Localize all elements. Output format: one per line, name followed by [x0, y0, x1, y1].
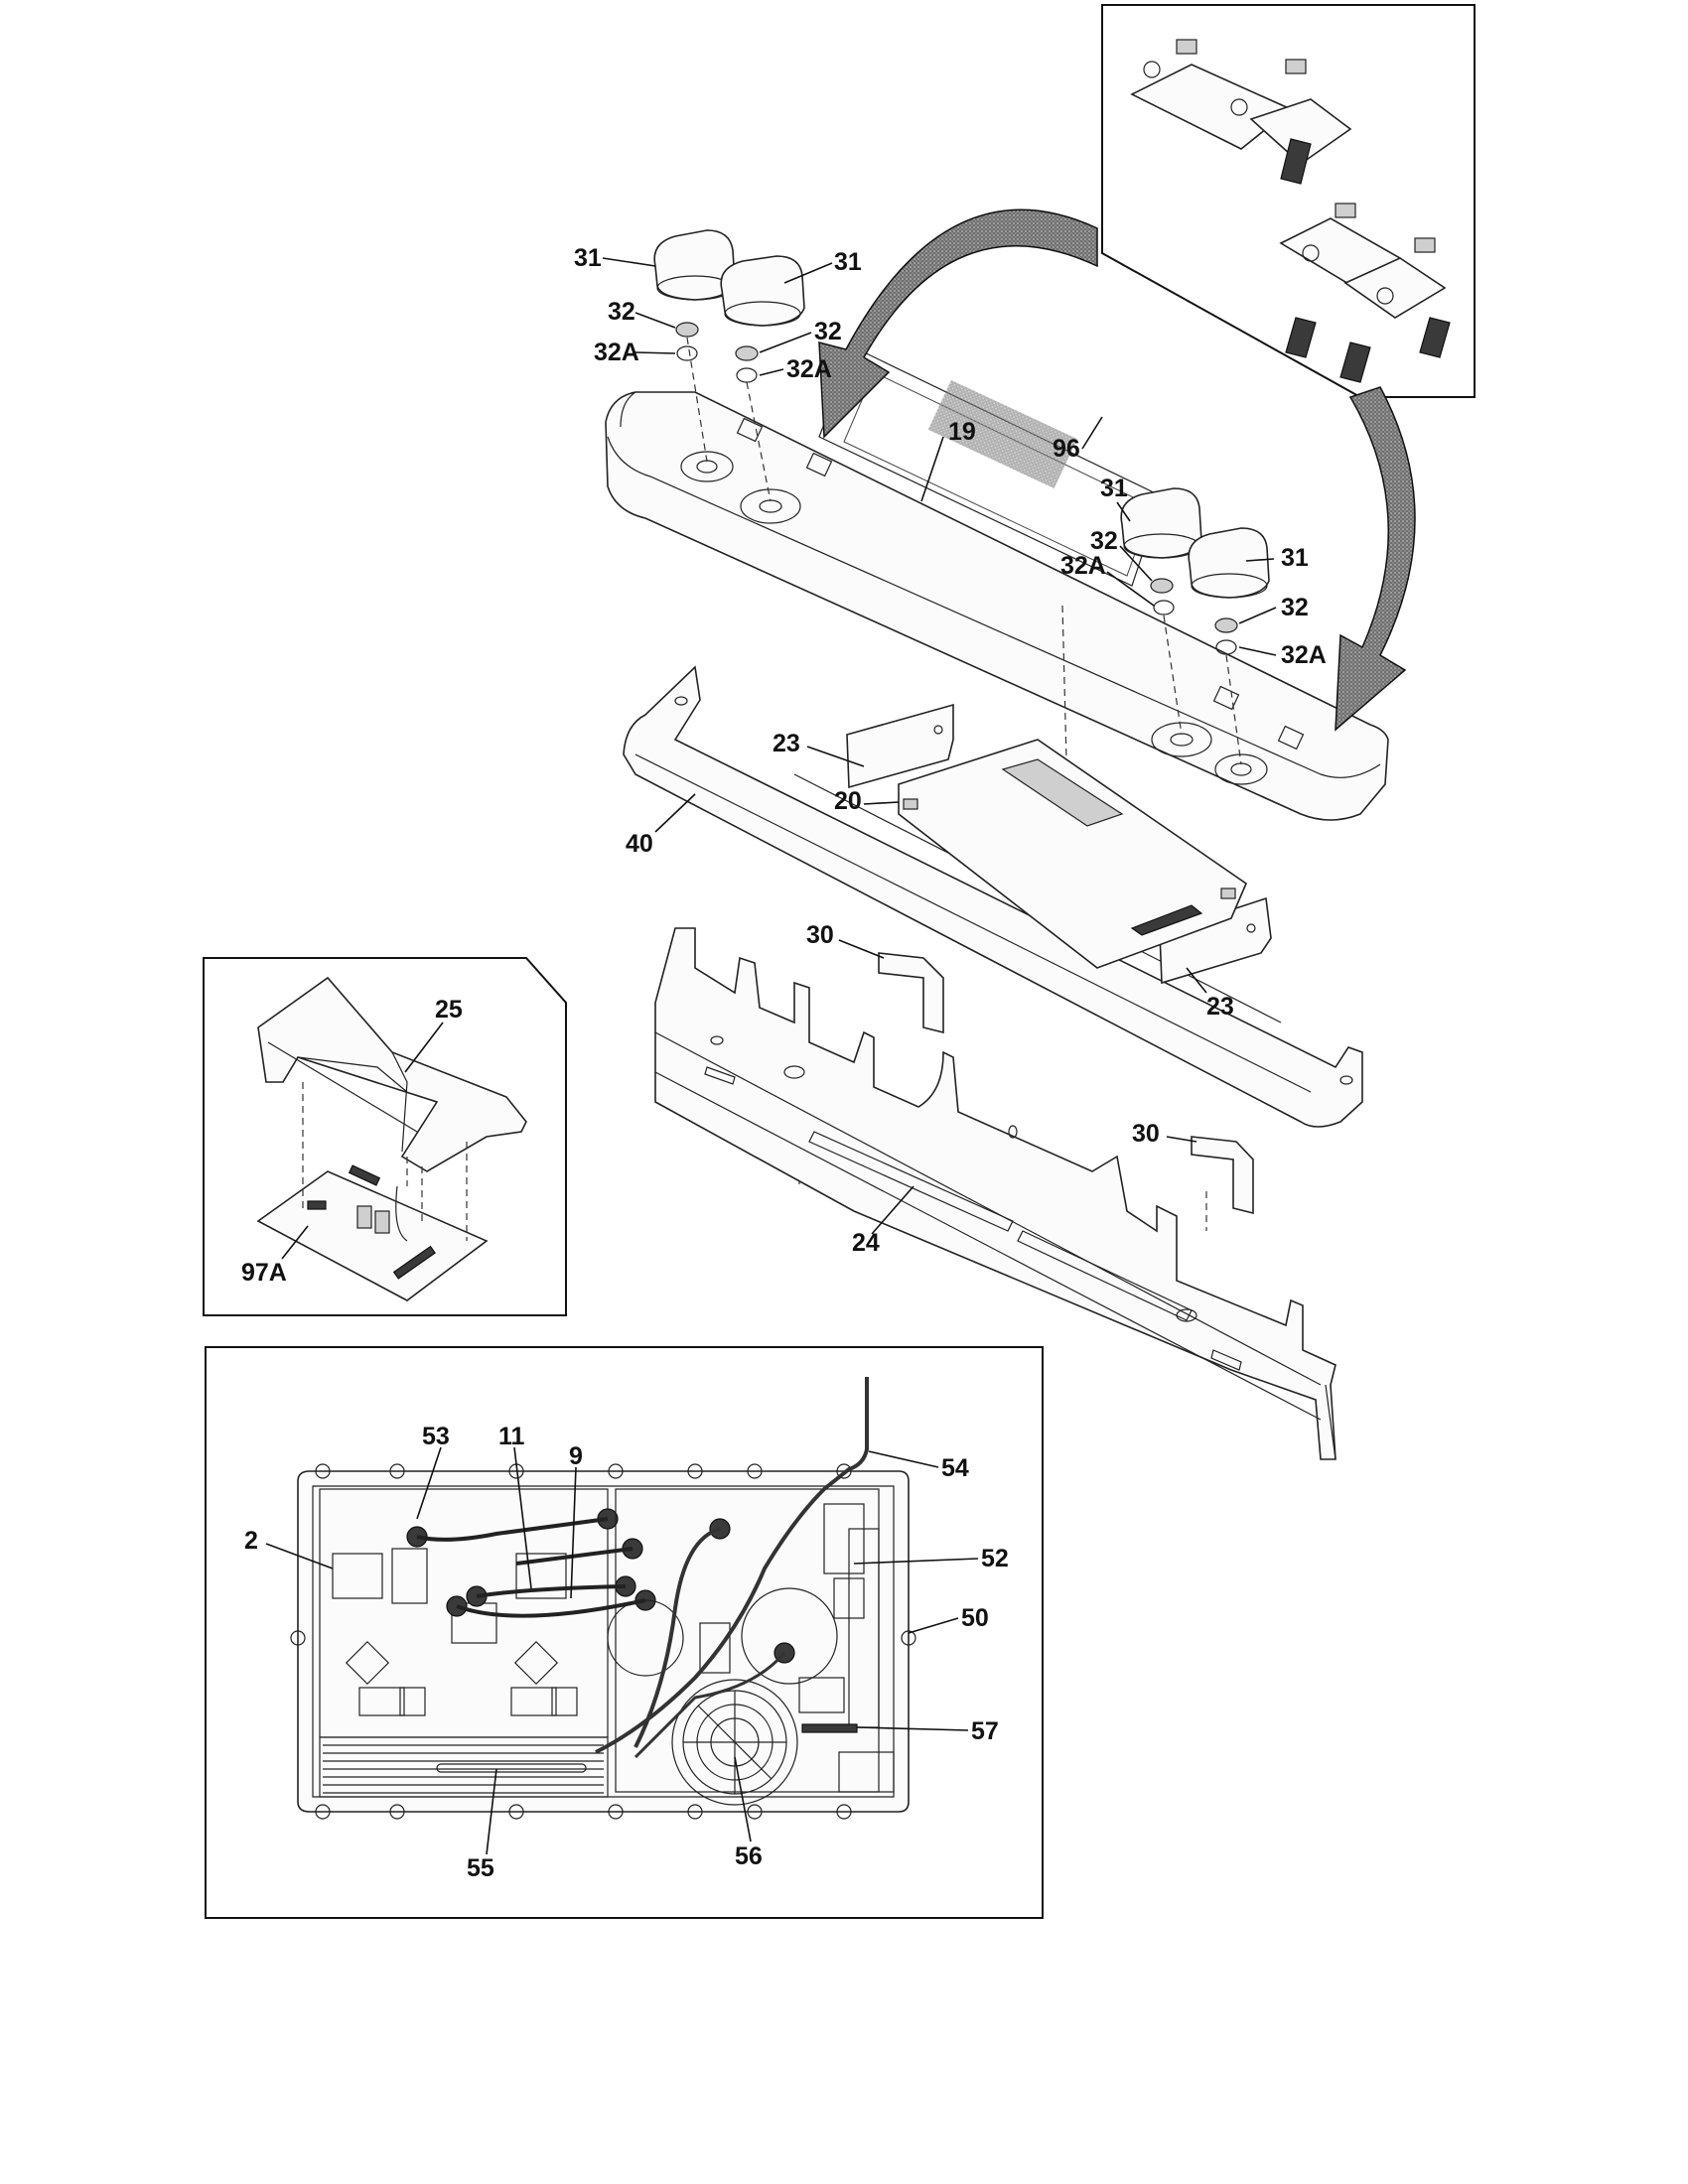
knob-31-c	[1120, 487, 1202, 559]
spacer-30-b	[1191, 1136, 1254, 1215]
heatsink-fins	[323, 1744, 604, 1794]
callout-31-d: 31	[1281, 544, 1309, 572]
arrow-left-icon	[818, 208, 1098, 439]
housing-bosses	[290, 1463, 916, 1820]
callout-52: 52	[981, 1545, 1009, 1572]
callout-32A-a: 32A	[594, 339, 639, 366]
control-panel-19	[605, 346, 1389, 821]
inset-25-97a	[203, 957, 567, 1316]
inset-generator	[205, 1346, 1044, 1919]
fan-56	[671, 1679, 798, 1806]
callout-30-a: 30	[806, 921, 834, 949]
callout-9: 9	[569, 1442, 583, 1470]
bracket-23-a	[846, 703, 954, 789]
callout-2: 2	[244, 1527, 258, 1555]
callout-25: 25	[435, 996, 463, 1024]
callout-labels: 31 31 32 32 32A 32A 19 96 31 32 32A 31 3…	[241, 244, 1327, 1882]
knob-31-d	[1188, 527, 1270, 599]
callout-32A-b: 32A	[786, 355, 832, 383]
callout-55: 55	[467, 1854, 494, 1882]
callout-32-a: 32	[608, 298, 635, 326]
callout-56: 56	[735, 1843, 763, 1870]
back-guard-24	[654, 927, 1336, 1460]
callout-30-b: 30	[1132, 1120, 1160, 1148]
callout-53: 53	[422, 1423, 450, 1450]
callout-40: 40	[626, 830, 653, 858]
callout-96: 96	[1053, 435, 1080, 463]
callout-50: 50	[961, 1604, 989, 1632]
control-board-20	[898, 739, 1247, 969]
callout-32-b: 32	[814, 318, 842, 345]
callout-31-a: 31	[574, 244, 602, 272]
callout-23-b: 23	[1206, 993, 1234, 1021]
callout-31-b: 31	[834, 248, 862, 276]
arrow-right-icon	[1335, 386, 1416, 732]
knob-31-b	[720, 255, 805, 327]
callout-32-d: 32	[1281, 594, 1309, 621]
callout-54: 54	[941, 1454, 969, 1482]
spacer-30-a	[878, 952, 944, 1034]
trim-40	[623, 665, 1363, 1128]
callout-20: 20	[834, 787, 862, 815]
callout-24: 24	[852, 1229, 880, 1257]
callout-32A-d: 32A	[1281, 641, 1327, 669]
bracket-23-b	[1159, 896, 1272, 985]
nuts-and-rings	[675, 322, 1238, 655]
inset-96	[1101, 4, 1476, 398]
callout-32A-c: 32A	[1060, 552, 1106, 580]
callout-57: 57	[971, 1717, 999, 1745]
callout-19: 19	[948, 418, 976, 446]
callout-11: 11	[498, 1423, 525, 1450]
leader-lines	[265, 257, 1277, 1855]
callout-31-c: 31	[1100, 475, 1128, 502]
callout-97A: 97A	[241, 1259, 287, 1287]
callout-32-c: 32	[1090, 527, 1118, 555]
callout-23-a: 23	[773, 730, 800, 757]
